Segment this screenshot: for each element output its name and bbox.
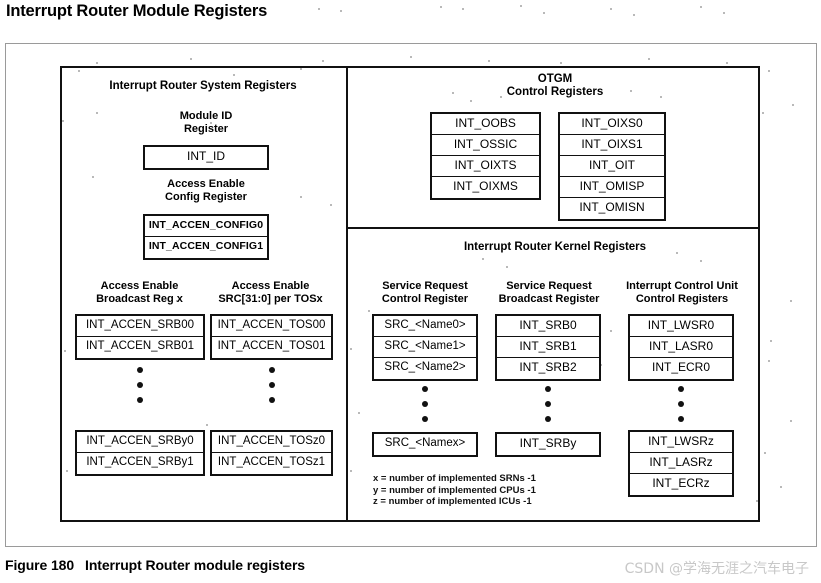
register-int-omisp[interactable]: INT_OMISP <box>560 177 664 198</box>
srb-top-stack: INT_SRB0 INT_SRB1 INT_SRB2 <box>495 314 601 381</box>
register-int-lwsrz[interactable]: INT_LWSRz <box>630 432 732 453</box>
accen-tos-ellipsis <box>265 367 279 403</box>
src-ellipsis <box>418 386 432 422</box>
kernel-registers-title: Interrupt Router Kernel Registers <box>463 241 647 253</box>
src-top-stack: SRC_<Name0> SRC_<Name1> SRC_<Name2> <box>372 314 478 381</box>
icu-top-stack: INT_LWSR0 INT_LASR0 INT_ECR0 <box>628 314 734 381</box>
register-int-srb0[interactable]: INT_SRB0 <box>497 316 599 337</box>
figure-caption-text: Interrupt Router module registers <box>85 557 305 573</box>
src-bottom-stack: SRC_<Namex> <box>372 432 478 457</box>
register-int-accen-tos01[interactable]: INT_ACCEN_TOS01 <box>212 337 331 358</box>
icu-bottom-stack: INT_LWSRz INT_LASRz INT_ECRz <box>628 430 734 497</box>
register-int-accen-tosz1[interactable]: INT_ACCEN_TOSz1 <box>212 453 331 474</box>
srb-group-title: Service Request Broadcast Register <box>498 280 600 305</box>
page-title: Interrupt Router Module Registers <box>6 2 268 20</box>
register-int-ecrz[interactable]: INT_ECRz <box>630 474 732 495</box>
register-src-name1[interactable]: SRC_<Name1> <box>374 337 476 358</box>
figure-caption: Figure 180 Interrupt Router module regist… <box>5 557 305 573</box>
module-id-group-title: Module ID Register <box>179 110 233 135</box>
accen-tos-bottom-stack: INT_ACCEN_TOSz0 INT_ACCEN_TOSz1 <box>210 430 333 476</box>
register-src-namex[interactable]: SRC_<Namex> <box>374 434 476 455</box>
register-int-accen-tosz0[interactable]: INT_ACCEN_TOSz0 <box>212 432 331 453</box>
register-int-oixms[interactable]: INT_OIXMS <box>432 177 539 198</box>
legend-line-y: y = number of implemented CPUs -1 <box>373 484 536 496</box>
register-int-oixts[interactable]: INT_OIXTS <box>432 156 539 177</box>
accen-broadcast-group-title: Access Enable Broadcast Reg x <box>96 280 183 305</box>
figure-frame <box>5 43 817 547</box>
kernel-legend: x = number of implemented SRNs -1 y = nu… <box>373 473 536 508</box>
register-int-ossic[interactable]: INT_OSSIC <box>432 135 539 156</box>
srb-bottom-stack: INT_SRBy <box>495 432 601 457</box>
icu-group-title: Interrupt Control Unit Control Registers <box>626 280 738 305</box>
register-int-accen-srb00[interactable]: INT_ACCEN_SRB00 <box>77 316 203 337</box>
register-int-oobs[interactable]: INT_OOBS <box>432 114 539 135</box>
register-int-srby[interactable]: INT_SRBy <box>497 434 599 455</box>
register-int-ecr0[interactable]: INT_ECR0 <box>630 358 732 379</box>
accen-tos-top-stack: INT_ACCEN_TOS00 INT_ACCEN_TOS01 <box>210 314 333 360</box>
figure-number: Figure 180 <box>5 557 75 573</box>
accen-config-group-title: Access Enable Config Register <box>165 178 247 203</box>
register-int-accen-srby1[interactable]: INT_ACCEN_SRBy1 <box>77 453 203 474</box>
srb-ellipsis <box>541 386 555 422</box>
register-int-accen-config1[interactable]: INT_ACCEN_CONFIG1 <box>145 237 267 258</box>
icu-ellipsis <box>674 386 688 422</box>
otgm-left-stack: INT_OOBS INT_OSSIC INT_OIXTS INT_OIXMS <box>430 112 541 200</box>
watermark: CSDN @学海无涯之汽车电子 <box>624 561 809 577</box>
register-int-accen-srby0[interactable]: INT_ACCEN_SRBy0 <box>77 432 203 453</box>
register-int-srb2[interactable]: INT_SRB2 <box>497 358 599 379</box>
accen-broadcast-top-stack: INT_ACCEN_SRB00 INT_ACCEN_SRB01 <box>75 314 205 360</box>
register-int-lasr0[interactable]: INT_LASR0 <box>630 337 732 358</box>
accen-broadcast-bottom-stack: INT_ACCEN_SRBy0 INT_ACCEN_SRBy1 <box>75 430 205 476</box>
register-int-oixs1[interactable]: INT_OIXS1 <box>560 135 664 156</box>
register-int-accen-config0[interactable]: INT_ACCEN_CONFIG0 <box>145 216 267 237</box>
register-src-name2[interactable]: SRC_<Name2> <box>374 358 476 379</box>
register-int-oit[interactable]: INT_OIT <box>560 156 664 177</box>
register-src-name0[interactable]: SRC_<Name0> <box>374 316 476 337</box>
register-int-lwsr0[interactable]: INT_LWSR0 <box>630 316 732 337</box>
section-divider-vertical <box>346 66 348 522</box>
register-int-srb1[interactable]: INT_SRB1 <box>497 337 599 358</box>
legend-line-z: z = number of implemented ICUs -1 <box>373 496 532 507</box>
section-divider-horizontal <box>346 227 760 229</box>
system-registers-title: Interrupt Router System Registers <box>109 80 297 92</box>
otgm-right-stack: INT_OIXS0 INT_OIXS1 INT_OIT INT_OMISP IN… <box>558 112 666 221</box>
accen-broadcast-ellipsis <box>133 367 147 403</box>
diagram-frame <box>60 66 760 522</box>
register-int-accen-tos00[interactable]: INT_ACCEN_TOS00 <box>212 316 331 337</box>
register-int-lasrz[interactable]: INT_LASRz <box>630 453 732 474</box>
accen-tos-group-title: Access Enable SRC[31:0] per TOSx <box>218 280 323 305</box>
register-int-id[interactable]: INT_ID <box>145 147 267 168</box>
otgm-title: OTGM Control Registers <box>506 73 604 98</box>
src-group-title: Service Request Control Register <box>381 280 469 305</box>
legend-line-x: x = number of implemented SRNs -1 <box>373 473 536 484</box>
module-id-register-stack: INT_ID <box>143 145 269 170</box>
accen-config-register-stack: INT_ACCEN_CONFIG0 INT_ACCEN_CONFIG1 <box>143 214 269 260</box>
register-int-accen-srb01[interactable]: INT_ACCEN_SRB01 <box>77 337 203 358</box>
register-int-oixs0[interactable]: INT_OIXS0 <box>560 114 664 135</box>
register-int-omisn[interactable]: INT_OMISN <box>560 198 664 219</box>
